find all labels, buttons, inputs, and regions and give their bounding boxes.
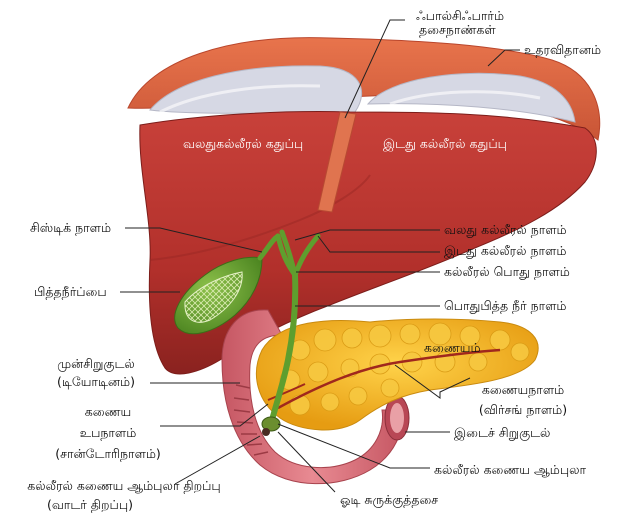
label-diaphragm: உதரவிதானம் [524,42,601,58]
label-right-hepatic-duct: வலது கல்லீரல் நாளம் [444,222,567,238]
label-hepatopancreatic-ampulla: கல்லீரல் கணைய ஆம்புலா [434,462,586,478]
label-accessory-duct-1: கணைய [85,404,131,420]
label-duodenum-1: முன்சிறுகுடல் [57,356,135,372]
label-common-bile-duct: பொதுபித்த நீர் நாளம் [444,298,566,314]
label-left-lobe: இடது கல்லீரல் கதுப்பு [383,136,507,153]
label-accessory-duct-3: (சான்டோரிநாளம்) [55,446,161,462]
label-falciform-ligament-2: தசைநாண்கள் [419,22,496,38]
label-pancreas: கணையம் [424,340,481,357]
label-accessory-duct-2: உபநாளம் [80,425,137,441]
label-sphincter-of-oddi: ஓடி சுருக்குத்தசை [340,492,438,508]
label-gall-bladder: பித்தநீர்ப்பை [34,284,107,300]
label-ampulla-opening-1: கல்லீரல் கணைய ஆம்புலா திறப்பு [27,478,220,494]
label-cystic-duct: சிஸ்டிக் நாளம் [30,220,111,236]
label-duodenum-2: (டியோடினம்) [57,374,135,390]
label-pancreatic-duct-2: (விர்சங் நாளம்) [479,402,567,418]
label-jejunum: இடைச் சிறுகுடல் [454,425,550,441]
leader-ampulla-opening [175,436,260,484]
label-ampulla-opening-2: (வாடர் திறப்பு) [47,497,133,513]
label-common-hepatic-duct: கல்லீரல் பொது நாளம் [444,264,570,280]
label-pancreatic-duct-1: கணையநாளம் [482,382,564,398]
label-right-lobe: வலதுகல்லீரல் கதுப்பு [183,136,303,153]
ampulla [262,417,280,436]
label-left-hepatic-duct: இடது கல்லீரல் நாளம் [444,243,566,259]
